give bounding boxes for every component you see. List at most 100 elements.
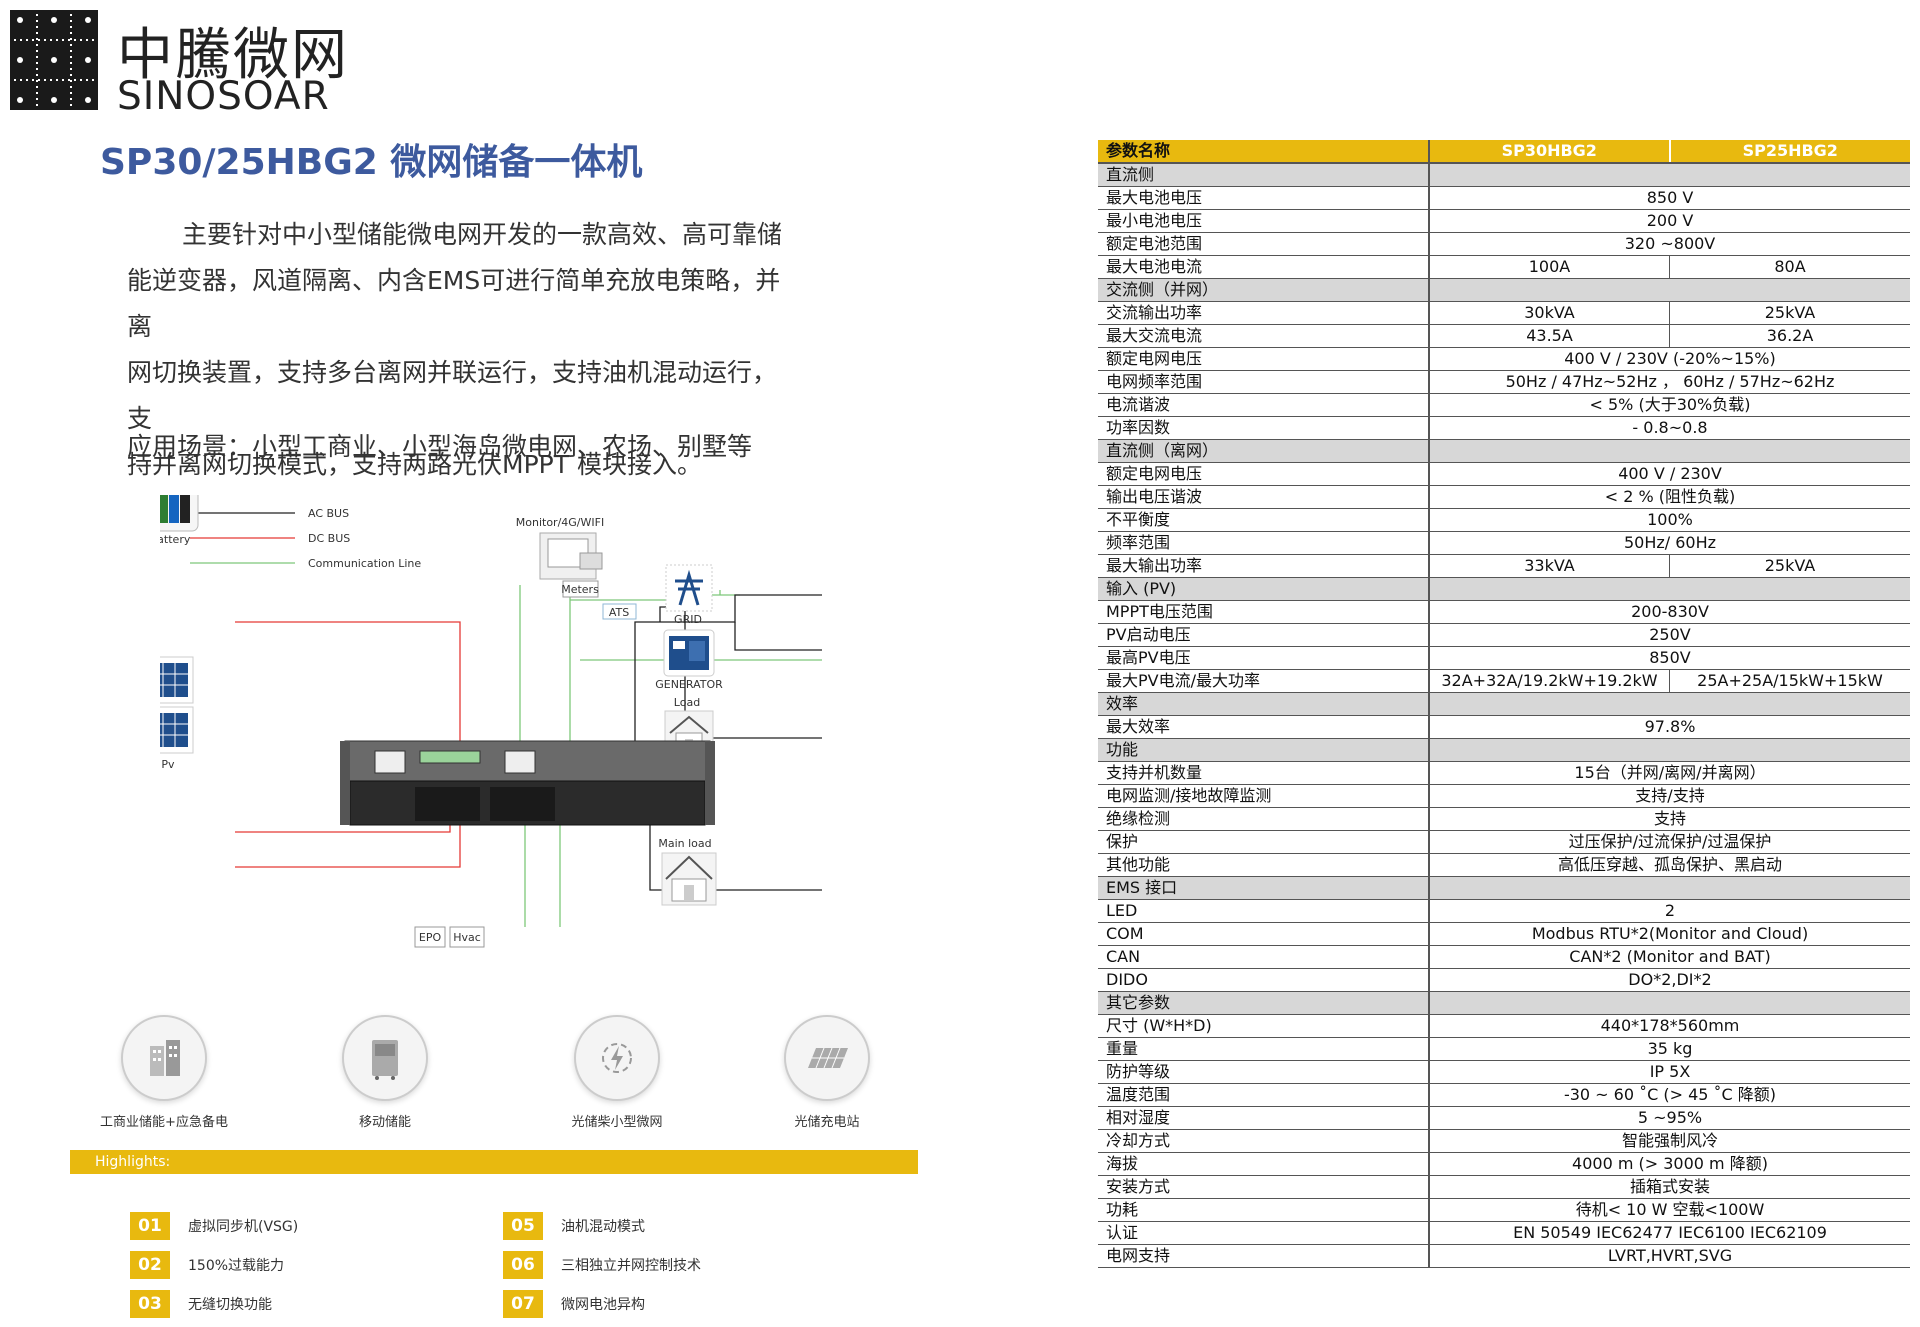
spec-row: 输出电压谐波< 2 % (阻性负载) <box>1098 485 1910 509</box>
logo-mark <box>10 10 98 110</box>
spec-value-model-1: 43.5A <box>1429 324 1670 348</box>
spec-value: 250V <box>1429 623 1910 647</box>
spec-param-name: DIDO <box>1098 968 1430 992</box>
spec-value: < 5% (大于30%负载) <box>1429 393 1910 417</box>
spec-section-title: 直流侧（离网） <box>1098 439 1430 463</box>
building-icon <box>121 1015 207 1101</box>
spec-param-name: 支持并机数量 <box>1098 761 1430 785</box>
label-ats: ATS <box>609 606 629 619</box>
scenario-microgrid: 光储柴小型微网 <box>517 1015 717 1130</box>
label-load: Load <box>674 696 700 709</box>
spec-section-title: 其它参数 <box>1098 991 1430 1015</box>
cabinet-icon <box>342 1015 428 1101</box>
highlight-text: 150%过载能力 <box>188 1258 285 1274</box>
spec-param-name: 额定电网电压 <box>1098 347 1430 371</box>
spec-section-row: 交流侧（并网） <box>1098 278 1910 302</box>
label-hvac: Hvac <box>453 931 481 944</box>
highlight-number: 06 <box>503 1251 543 1279</box>
spec-value: 插箱式安装 <box>1429 1175 1910 1199</box>
spec-row: 电网监测/接地故障监测支持/支持 <box>1098 784 1910 808</box>
label-battery: Battery <box>160 533 191 546</box>
highlight-text: 无缝切换功能 <box>188 1297 272 1313</box>
spec-param-name: 电网监测/接地故障监测 <box>1098 784 1430 808</box>
highlights-title: Highlights: <box>95 1154 171 1170</box>
scenario-commercial: 工商业储能+应急备电 <box>64 1015 264 1130</box>
spec-section-title: 效率 <box>1098 692 1430 716</box>
spec-section-row: EMS 接口 <box>1098 876 1910 900</box>
spec-section-fill <box>1429 738 1910 762</box>
spec-value-model-2: 36.2A <box>1669 324 1910 348</box>
scenario-solar-charging: 光储充电站 <box>727 1015 927 1130</box>
spec-row: 尺寸 (W*H*D)440*178*560mm <box>1098 1014 1910 1038</box>
spec-value: 200 V <box>1429 209 1910 233</box>
description-line: 主要针对中小型储能微电网开发的一款高效、高可靠储 <box>182 220 783 249</box>
spec-value: 2 <box>1429 899 1910 923</box>
legend-communication-line: Communication Line <box>308 557 421 570</box>
spec-value: 850V <box>1429 646 1910 670</box>
product-description: 主要针对中小型储能微电网开发的一款高效、高可靠储 能逆变器，风道隔离、内含EMS… <box>127 212 797 488</box>
spec-value: 400 V / 230V (-20%~15%) <box>1429 347 1910 371</box>
spec-section-title: 直流侧 <box>1098 163 1430 187</box>
solar-panel-icon <box>784 1015 870 1101</box>
highlight-text: 虚拟同步机(VSG) <box>188 1219 299 1235</box>
scenario-mobile-storage: 移动储能 <box>285 1015 485 1130</box>
spec-value: 320 ~800V <box>1429 232 1910 256</box>
spec-param-name: 额定电网电压 <box>1098 462 1430 486</box>
spec-value: CAN*2 (Monitor and BAT) <box>1429 945 1910 969</box>
spec-value: 智能强制风冷 <box>1429 1129 1910 1153</box>
spec-param-name: LED <box>1098 899 1430 923</box>
spec-value: EN 50549 IEC62477 IEC6100 IEC62109 <box>1429 1221 1910 1245</box>
spec-param-name: 温度范围 <box>1098 1083 1430 1107</box>
microgrid-icon <box>574 1015 660 1101</box>
spec-section-fill <box>1429 163 1910 187</box>
scenario-label: 光储充电站 <box>794 1115 860 1130</box>
spec-section-fill <box>1429 439 1910 463</box>
highlights-bar <box>70 1150 918 1174</box>
spec-param-name: 最大输出功率 <box>1098 554 1430 578</box>
spec-row: 温度范围-30 ~ 60 ˚C (> 45 ˚C 降额) <box>1098 1083 1910 1107</box>
application-scenarios: 应用场景：小型工商业、小型海岛微电网、农场、别墅等 <box>127 432 753 461</box>
spec-row: 电流谐波< 5% (大于30%负载) <box>1098 393 1910 417</box>
spec-value-model-1: 33kVA <box>1429 554 1670 578</box>
spec-section-title: 功能 <box>1098 738 1430 762</box>
spec-value-model-2: 80A <box>1669 255 1910 279</box>
spec-value: 35 kg <box>1429 1037 1910 1061</box>
spec-section-row: 效率 <box>1098 692 1910 716</box>
spec-param-name: 尺寸 (W*H*D) <box>1098 1014 1430 1038</box>
spec-param-name: 相对湿度 <box>1098 1106 1430 1130</box>
description-line: 持并离网切换模式，支持两路光伏MPPT 模块接入。 <box>127 450 702 479</box>
spec-param-name: 最大电池电压 <box>1098 186 1430 210</box>
spec-row: 冷却方式智能强制风冷 <box>1098 1129 1910 1153</box>
spec-param-name: CAN <box>1098 945 1430 969</box>
spec-header-model-2: SP25HBG2 <box>1668 140 1910 164</box>
spec-section-title: EMS 接口 <box>1098 876 1430 900</box>
spec-value-model-2: 25kVA <box>1669 301 1910 325</box>
spec-param-name: 最大电池电流 <box>1098 255 1430 279</box>
spec-section-fill <box>1429 278 1910 302</box>
spec-value: 支持/支持 <box>1429 784 1910 808</box>
spec-param-name: 海拔 <box>1098 1152 1430 1176</box>
spec-value: Modbus RTU*2(Monitor and Cloud) <box>1429 922 1910 946</box>
spec-param-name: COM <box>1098 922 1430 946</box>
spec-value: IP 5X <box>1429 1060 1910 1084</box>
description-line: 能逆变器，风道隔离、内含EMS可进行简单充放电策略，并离 <box>127 266 781 341</box>
highlight-text: 三相独立并网控制技术 <box>561 1258 701 1274</box>
